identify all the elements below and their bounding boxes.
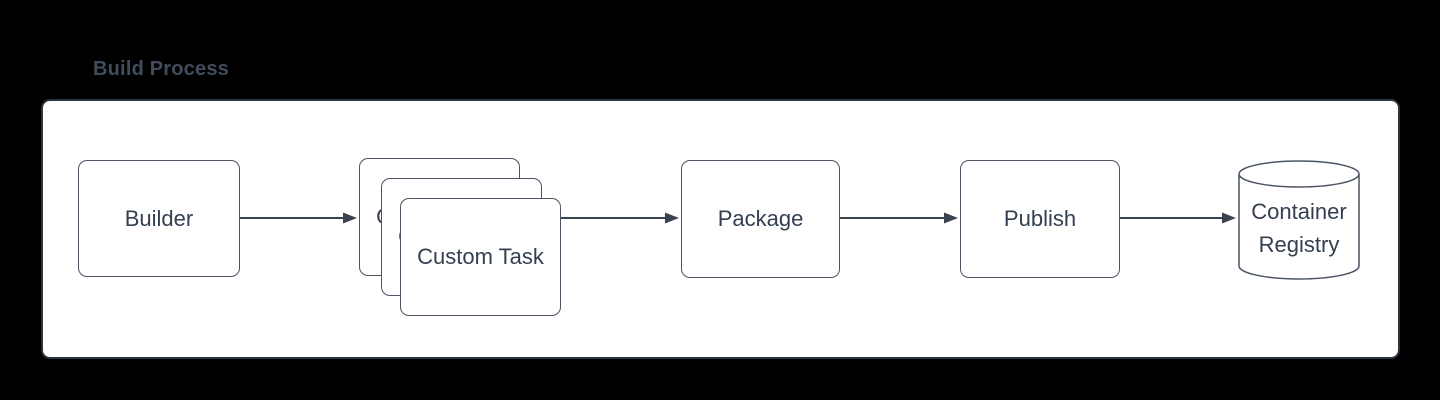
node-container-registry-label: Container Registry <box>1251 199 1347 257</box>
node-builder-label: Builder <box>124 205 194 231</box>
connector-publish-to-container-registry <box>1120 212 1236 224</box>
node-custom-task: Custom Task <box>400 198 561 316</box>
node-container-registry: Container Registry <box>1238 160 1360 281</box>
diagram-title: Build Process <box>93 58 229 80</box>
connector-custom-task-to-package <box>561 212 679 224</box>
node-publish: Publish <box>960 160 1120 278</box>
node-builder: Builder <box>78 160 240 277</box>
node-publish-label: Publish <box>1003 206 1077 231</box>
cylinder-shape-icon <box>1238 160 1360 280</box>
node-custom-task-label: Custom Task <box>417 244 544 269</box>
connector-builder-to-custom-task <box>240 212 357 224</box>
node-package-label: Package <box>717 206 804 231</box>
connector-package-to-publish <box>840 212 958 224</box>
build-process-container: Builder Custom Task Custom Task Custom T… <box>41 99 1400 359</box>
node-package: Package <box>681 160 840 278</box>
